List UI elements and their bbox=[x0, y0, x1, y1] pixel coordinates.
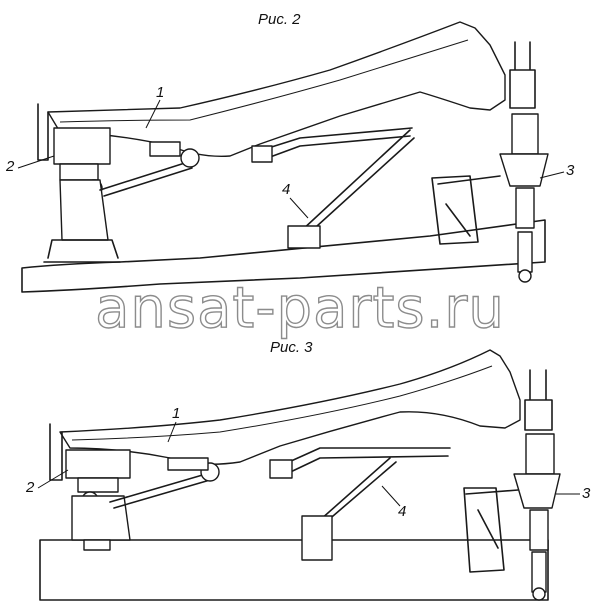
fig2-strut-upper bbox=[511, 113, 539, 155]
fig3-leader-2 bbox=[37, 469, 69, 489]
fig3-brace-diagonal bbox=[319, 457, 397, 523]
fig3-left-panel bbox=[49, 423, 63, 481]
fig2-frame bbox=[47, 21, 506, 157]
fig3-mount-block bbox=[65, 449, 131, 479]
fig2-pivot bbox=[180, 148, 200, 168]
fig2-callout-2: 2 bbox=[5, 158, 15, 175]
fig2-callout-4: 4 bbox=[282, 181, 290, 198]
fig2-leader-2 bbox=[17, 155, 55, 169]
fig3-brace-foot bbox=[301, 515, 333, 561]
fig2-strut-body bbox=[499, 153, 549, 187]
fig3-left-foot bbox=[83, 539, 111, 551]
fig2-brace-bracket bbox=[251, 145, 273, 163]
fig3-strut-rod bbox=[529, 509, 549, 551]
fig3-pivot-plate bbox=[167, 457, 209, 471]
fig2-strut-rod bbox=[515, 187, 535, 229]
fig3-base-outline bbox=[39, 539, 549, 601]
fig2-leader-3 bbox=[539, 171, 565, 179]
fig3-side-bracket bbox=[463, 487, 519, 573]
fig2-mount-block bbox=[53, 127, 111, 165]
fig2-brace-diagonal bbox=[299, 129, 415, 237]
fig2-left-panel bbox=[37, 103, 49, 161]
fig3-strut-body bbox=[513, 473, 561, 509]
fig2-strut-top-link bbox=[509, 41, 536, 109]
fig2-strut-lower bbox=[517, 231, 533, 273]
figure-3: Рис. 3 1 2 3 bbox=[25, 339, 591, 601]
fig2-frame-inner bbox=[59, 39, 469, 123]
fig2-strut-eye bbox=[518, 269, 532, 283]
fig3-leader-1 bbox=[167, 421, 177, 443]
fig2-lower-link bbox=[99, 161, 193, 197]
fig3-strut-top-link bbox=[524, 369, 553, 431]
fig3-strut-eye bbox=[532, 587, 546, 601]
fig2-mount-cap bbox=[59, 163, 99, 181]
fig3-brace-upper bbox=[279, 447, 451, 477]
watermark: ansat-parts.ru bbox=[95, 276, 505, 341]
fig2-brace-foot bbox=[287, 225, 321, 249]
fig3-brace-bracket bbox=[269, 459, 293, 479]
fig2-brace-upper bbox=[261, 127, 413, 161]
fig3-mount-cap bbox=[77, 477, 119, 493]
fig2-callout-1: 1 bbox=[156, 84, 164, 101]
figure-3-caption: Рис. 3 bbox=[270, 339, 313, 356]
figure-2: Рис. 2 1 2 3 bbox=[5, 11, 575, 293]
fig3-callout-1: 1 bbox=[172, 405, 180, 422]
fig3-strut-lower bbox=[531, 551, 547, 593]
fig3-frame-inner bbox=[71, 365, 493, 441]
fig3-left-column bbox=[71, 495, 131, 541]
fig3-lower-link bbox=[109, 473, 211, 509]
fig2-leader-1 bbox=[145, 99, 161, 129]
fig3-callout-3: 3 bbox=[582, 485, 591, 502]
fig2-pivot-plate bbox=[149, 141, 181, 157]
fig3-strut-upper bbox=[525, 433, 555, 475]
fig3-callout-4: 4 bbox=[398, 503, 406, 520]
fig2-leader-4 bbox=[289, 197, 309, 219]
fig2-callout-3: 3 bbox=[566, 162, 575, 179]
fig3-frame bbox=[59, 349, 521, 465]
fig2-side-bracket bbox=[431, 175, 501, 245]
fig2-left-foot bbox=[43, 239, 121, 263]
figure-2-caption: Рис. 2 bbox=[258, 11, 301, 28]
fig3-leader-4 bbox=[381, 485, 401, 507]
fig3-callout-2: 2 bbox=[25, 479, 35, 496]
